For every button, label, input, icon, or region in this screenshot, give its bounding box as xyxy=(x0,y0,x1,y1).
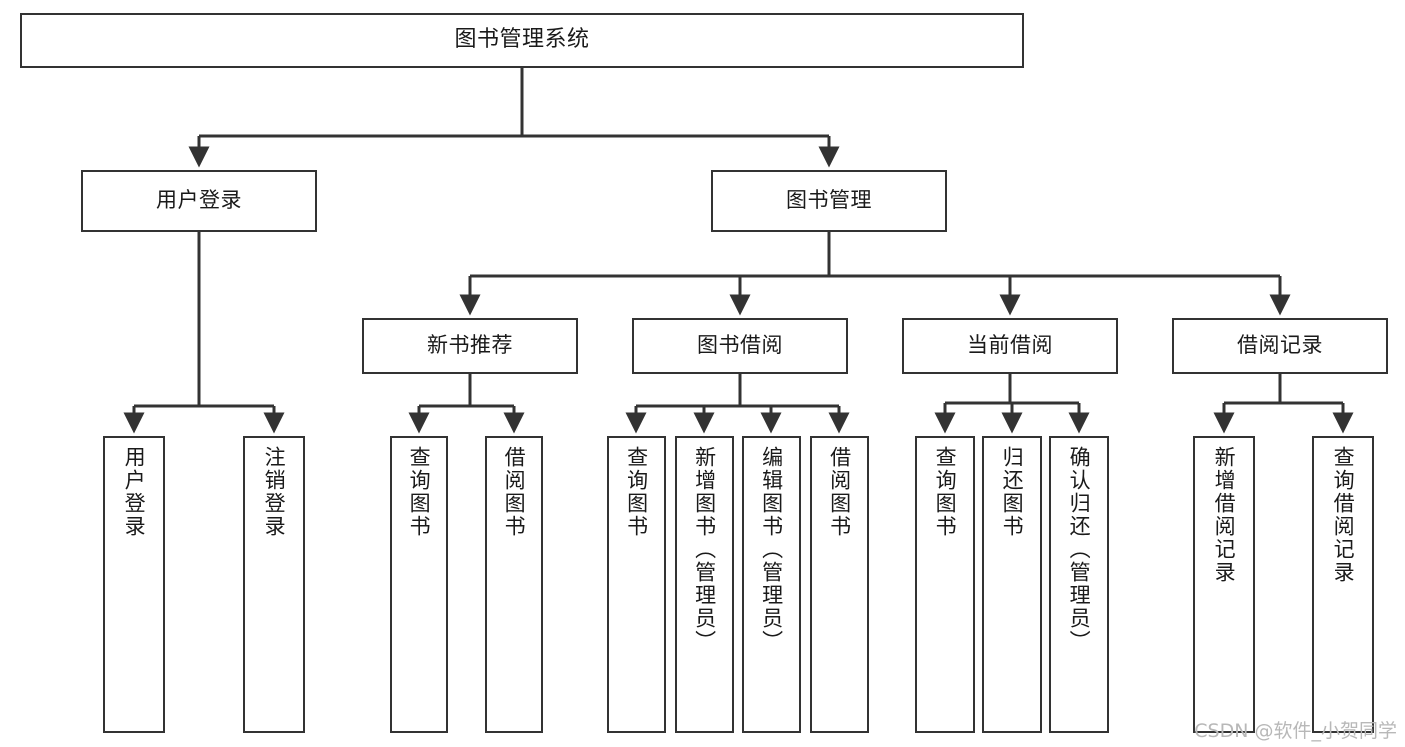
node-current-borrow[interactable]: 当前借阅 xyxy=(902,318,1118,374)
node-leaf-return-book-label: 归还图书 xyxy=(1000,446,1025,538)
node-leaf-user-login-label: 用户登录 xyxy=(122,446,147,538)
node-leaf-query-book-2[interactable]: 查询图书 xyxy=(607,436,666,733)
node-user-login-label: 用户登录 xyxy=(156,188,242,213)
node-leaf-query-book-3[interactable]: 查询图书 xyxy=(915,436,975,733)
node-borrow-record[interactable]: 借阅记录 xyxy=(1172,318,1388,374)
node-leaf-query-book-3-label: 查询图书 xyxy=(933,446,958,538)
node-leaf-borrow-book-1[interactable]: 借阅图书 xyxy=(485,436,543,733)
node-leaf-edit-book-admin[interactable]: 编辑图书（管理员） xyxy=(742,436,801,733)
node-leaf-query-borrow-record[interactable]: 查询借阅记录 xyxy=(1312,436,1374,733)
node-leaf-query-book-2-label: 查询图书 xyxy=(624,446,649,538)
node-leaf-confirm-return-admin-label: 确认归还（管理员） xyxy=(1067,446,1092,653)
node-leaf-add-book-admin-label: 新增图书（管理员） xyxy=(692,446,717,653)
node-leaf-add-borrow-record-label: 新增借阅记录 xyxy=(1212,446,1237,584)
node-leaf-query-borrow-record-label: 查询借阅记录 xyxy=(1331,446,1356,584)
node-book-manage[interactable]: 图书管理 xyxy=(711,170,947,232)
node-leaf-borrow-book-2-label: 借阅图书 xyxy=(827,446,852,538)
node-leaf-query-book-1-label: 查询图书 xyxy=(407,446,432,538)
node-leaf-user-logout-label: 注销登录 xyxy=(262,446,287,538)
node-user-login[interactable]: 用户登录 xyxy=(81,170,317,232)
node-leaf-user-logout[interactable]: 注销登录 xyxy=(243,436,305,733)
node-leaf-user-login[interactable]: 用户登录 xyxy=(103,436,165,733)
node-new-book-recommend[interactable]: 新书推荐 xyxy=(362,318,578,374)
node-root[interactable]: 图书管理系统 xyxy=(20,13,1024,68)
node-book-borrow[interactable]: 图书借阅 xyxy=(632,318,848,374)
node-root-label: 图书管理系统 xyxy=(454,27,590,53)
node-leaf-add-borrow-record[interactable]: 新增借阅记录 xyxy=(1193,436,1255,733)
node-new-book-recommend-label: 新书推荐 xyxy=(427,333,513,358)
node-book-manage-label: 图书管理 xyxy=(786,188,872,213)
node-leaf-query-book-1[interactable]: 查询图书 xyxy=(390,436,448,733)
node-borrow-record-label: 借阅记录 xyxy=(1237,333,1323,358)
node-leaf-return-book[interactable]: 归还图书 xyxy=(982,436,1042,733)
node-leaf-confirm-return-admin[interactable]: 确认归还（管理员） xyxy=(1049,436,1109,733)
node-leaf-edit-book-admin-label: 编辑图书（管理员） xyxy=(759,446,784,653)
node-leaf-borrow-book-2[interactable]: 借阅图书 xyxy=(810,436,869,733)
node-leaf-borrow-book-1-label: 借阅图书 xyxy=(502,446,527,538)
watermark-text: CSDN @软件_小贺同学 xyxy=(1194,720,1397,742)
node-book-borrow-label: 图书借阅 xyxy=(697,333,783,358)
node-leaf-add-book-admin[interactable]: 新增图书（管理员） xyxy=(675,436,734,733)
node-current-borrow-label: 当前借阅 xyxy=(967,333,1053,358)
